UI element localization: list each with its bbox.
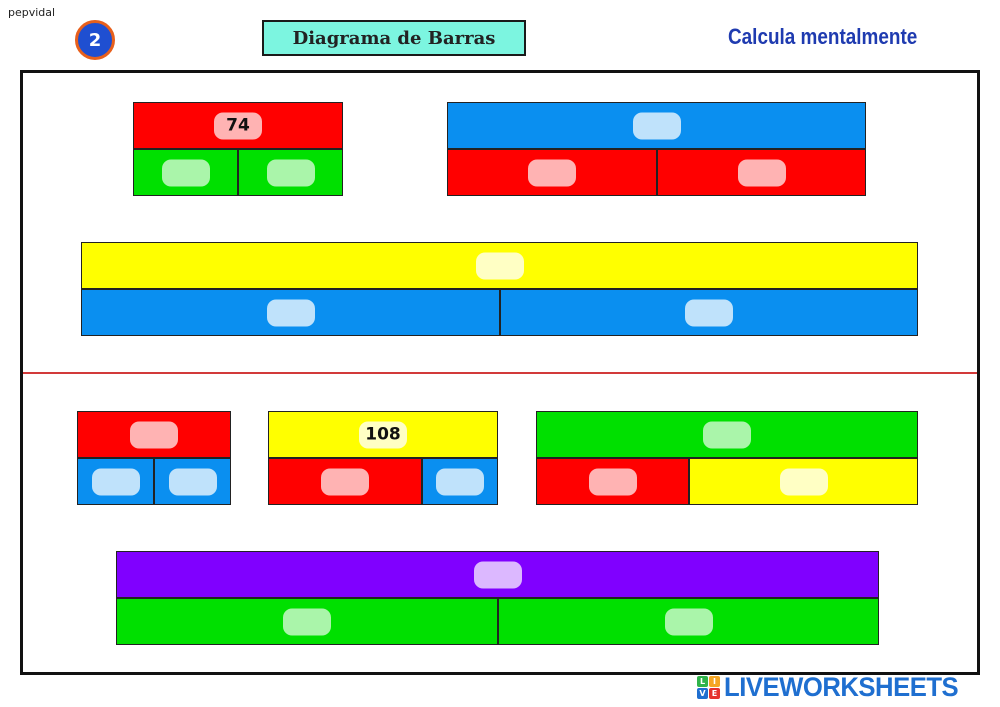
diagram5-part-right-input[interactable] bbox=[436, 468, 484, 495]
diagram1-part-right-input[interactable] bbox=[266, 159, 315, 186]
liveworksheets-logo[interactable]: L I V E LIVEWORKSHEETS bbox=[697, 672, 971, 702]
diagram1-total-value: 74 bbox=[214, 112, 262, 139]
diagram1-total-bar: 74 bbox=[133, 102, 343, 149]
diagram2-total-bar bbox=[447, 102, 866, 149]
diagram6-total-bar bbox=[536, 411, 918, 458]
diagram2-part-left-input[interactable] bbox=[528, 159, 576, 186]
diagram5-part-left-input[interactable] bbox=[321, 468, 369, 495]
diagram3-part-right-input[interactable] bbox=[685, 299, 733, 326]
diagram6-part-bar-right bbox=[689, 458, 918, 505]
diagram3-part-bar-right bbox=[500, 289, 918, 336]
diagram4-total-bar bbox=[77, 411, 231, 458]
diagram4-part-right-input[interactable] bbox=[168, 468, 217, 495]
diagram6-part-left-input[interactable] bbox=[588, 468, 637, 495]
page-title: Diagrama de Barras bbox=[262, 20, 526, 56]
diagram2-part-bar-left bbox=[447, 149, 657, 196]
logo-icon: L I V E bbox=[697, 675, 720, 699]
diagram3-part-bar-left bbox=[81, 289, 500, 336]
diagram6-total-input[interactable] bbox=[703, 421, 751, 448]
diagram7-part-right-input[interactable] bbox=[664, 608, 713, 635]
diagram4-part-left-input[interactable] bbox=[91, 468, 140, 495]
diagram3-total-bar bbox=[81, 242, 918, 289]
diagram3-part-left-input[interactable] bbox=[266, 299, 315, 326]
diagram1-part-bar-right bbox=[238, 149, 343, 196]
diagram1-part-bar-left bbox=[133, 149, 238, 196]
diagram5-part-bar-left bbox=[268, 458, 422, 505]
diagram7-part-bar-left bbox=[116, 598, 498, 645]
author-label: pepvidal bbox=[8, 6, 56, 19]
diagram2-part-right-input[interactable] bbox=[737, 159, 786, 186]
diagram2-part-bar-right bbox=[657, 149, 866, 196]
section-divider bbox=[23, 372, 977, 374]
diagram4-part-bar-left bbox=[77, 458, 154, 505]
diagram5-total-bar: 108 bbox=[268, 411, 498, 458]
diagram4-total-input[interactable] bbox=[130, 421, 178, 448]
diagram7-part-left-input[interactable] bbox=[283, 608, 331, 635]
exercise-number-badge: 2 bbox=[75, 20, 115, 60]
diagram4-part-bar-right bbox=[154, 458, 231, 505]
diagram2-total-input[interactable] bbox=[632, 112, 681, 139]
instruction-subtitle: Calcula mentalmente bbox=[728, 24, 918, 49]
diagram3-total-input[interactable] bbox=[475, 252, 524, 279]
logo-text: LIVEWORKSHEETS bbox=[724, 671, 959, 702]
diagram7-total-input[interactable] bbox=[473, 561, 522, 588]
diagram7-part-bar-right bbox=[498, 598, 879, 645]
diagram1-part-left-input[interactable] bbox=[161, 159, 210, 186]
diagram5-total-value: 108 bbox=[359, 421, 407, 448]
diagram6-part-bar-left bbox=[536, 458, 689, 505]
diagram7-total-bar bbox=[116, 551, 879, 598]
diagram6-part-right-input[interactable] bbox=[779, 468, 828, 495]
diagram5-part-bar-right bbox=[422, 458, 498, 505]
